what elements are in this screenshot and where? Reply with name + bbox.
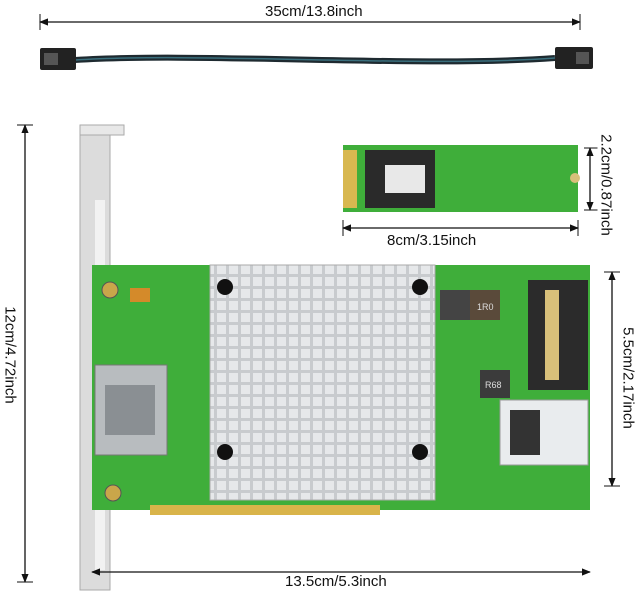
sas-cable — [40, 47, 593, 70]
inductor-label: 1R0 — [477, 302, 494, 312]
cable-length-dimension-line — [39, 14, 581, 30]
heatsink — [209, 264, 436, 501]
cable-length-label: 35cm/13.8inch — [263, 3, 365, 20]
inductor2-label: R68 — [485, 380, 502, 390]
m2-adapter-board — [343, 145, 580, 212]
card-height-label: 12cm/4.72inch — [1, 304, 19, 406]
m2-length-label: 8cm/3.15inch — [385, 232, 479, 249]
m2-length-dimension-line — [342, 220, 579, 236]
board-height-dimension-line — [604, 271, 620, 487]
m2-width-dimension-line — [584, 147, 598, 211]
board-height-label: 5.5cm/2.17inch — [619, 325, 637, 431]
card-height-dimension-line — [17, 124, 33, 583]
card-length-label: 13.5cm/5.3inch — [283, 573, 389, 590]
m2-width-label: 2.2cm/0.87inch — [597, 132, 615, 238]
